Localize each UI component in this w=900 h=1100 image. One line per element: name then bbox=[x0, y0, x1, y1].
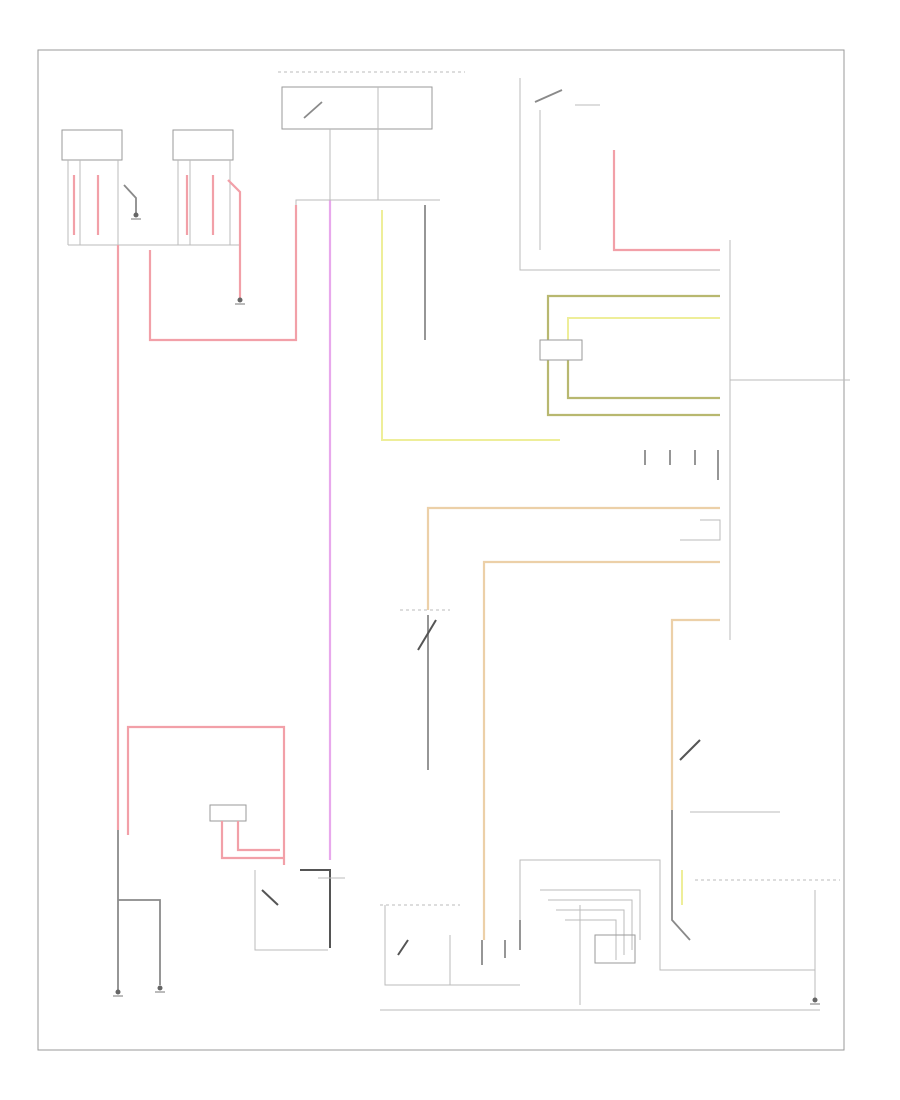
fuse-leads bbox=[72, 175, 243, 303]
ignition-switch bbox=[519, 78, 720, 271]
yellow-wire bbox=[381, 210, 560, 441]
tan-wire-1 bbox=[426, 506, 720, 610]
red-feed-loop bbox=[148, 205, 298, 342]
starter-section bbox=[115, 804, 345, 995]
connector-c1 bbox=[539, 339, 583, 361]
tan-wire-2 bbox=[482, 560, 720, 940]
ignition-relay-block bbox=[278, 71, 465, 200]
ground-symbols bbox=[113, 218, 820, 1005]
olive-wire-4 bbox=[566, 360, 720, 400]
engine-control-module bbox=[644, 240, 850, 640]
red-feed-starter bbox=[126, 725, 286, 865]
transmission-harness bbox=[380, 859, 820, 1011]
olive-wire-3 bbox=[546, 360, 720, 417]
diagram-frame bbox=[37, 49, 845, 1051]
tan-wire-3 bbox=[670, 618, 720, 810]
relay-loop bbox=[680, 519, 721, 541]
top-connector bbox=[295, 199, 440, 205]
switch-contact bbox=[417, 619, 437, 651]
yellow-wire-2 bbox=[567, 317, 720, 340]
black-wire-right bbox=[671, 810, 691, 941]
red-wire-top-right bbox=[612, 150, 720, 252]
olive-wire-1 bbox=[546, 294, 720, 340]
fuse-block-left bbox=[61, 129, 240, 246]
